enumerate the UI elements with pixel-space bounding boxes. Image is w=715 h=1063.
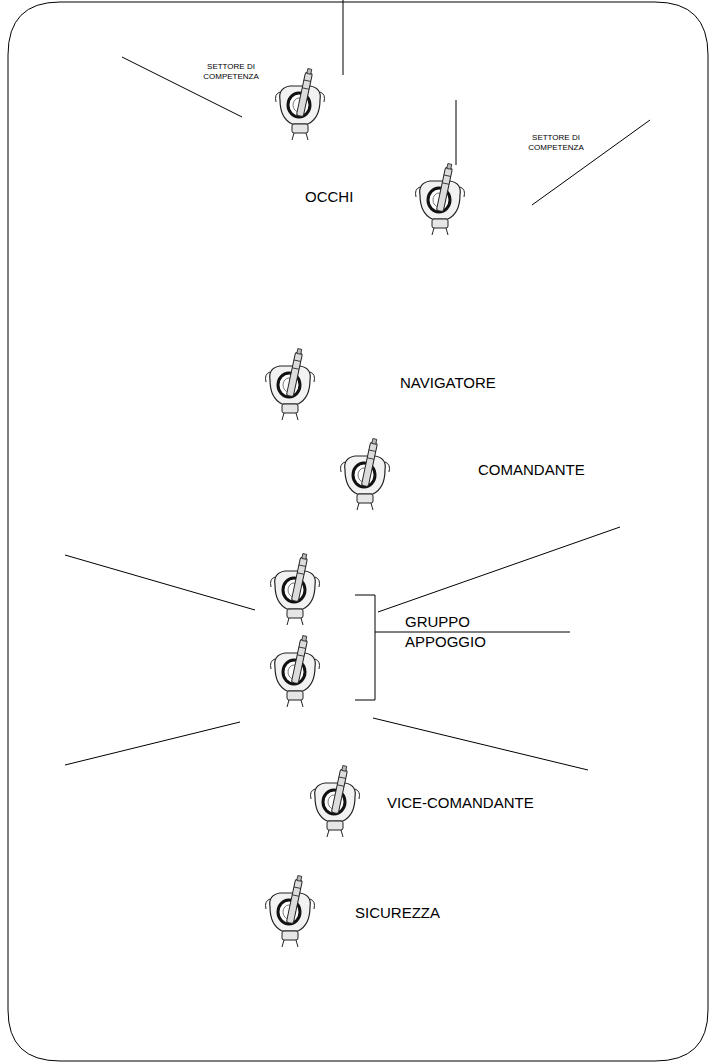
diver-figure (271, 635, 320, 707)
sector-line (456, 100, 457, 165)
role-label: COMANDANTE (478, 461, 585, 479)
sector-line (65, 555, 255, 610)
diver-figure (276, 68, 325, 140)
sector-line (373, 718, 588, 770)
sector-label: SETTORE DI COMPETENZA (525, 133, 587, 153)
diver-figure (311, 765, 360, 837)
diver-figure (416, 163, 465, 235)
role-label: OCCHI (305, 188, 353, 206)
role-label: VICE-COMANDANTE (387, 794, 534, 812)
sector-line (343, 0, 344, 75)
diver-figure (266, 875, 315, 947)
sector-label: SETTORE DI COMPETENZA (200, 62, 262, 82)
sector-line (532, 120, 650, 205)
sector-line (65, 722, 240, 765)
diver-figure (341, 438, 390, 510)
area-border (8, 2, 708, 1061)
diver-figure (271, 553, 320, 625)
role-label: SICUREZZA (355, 904, 440, 922)
role-label: GRUPPO APPOGGIO (405, 612, 505, 652)
role-label: NAVIGATORE (400, 374, 496, 392)
bracket-leader (375, 632, 570, 633)
diver-figure (266, 348, 315, 420)
group-bracket (355, 595, 375, 700)
sector-line (378, 527, 620, 612)
